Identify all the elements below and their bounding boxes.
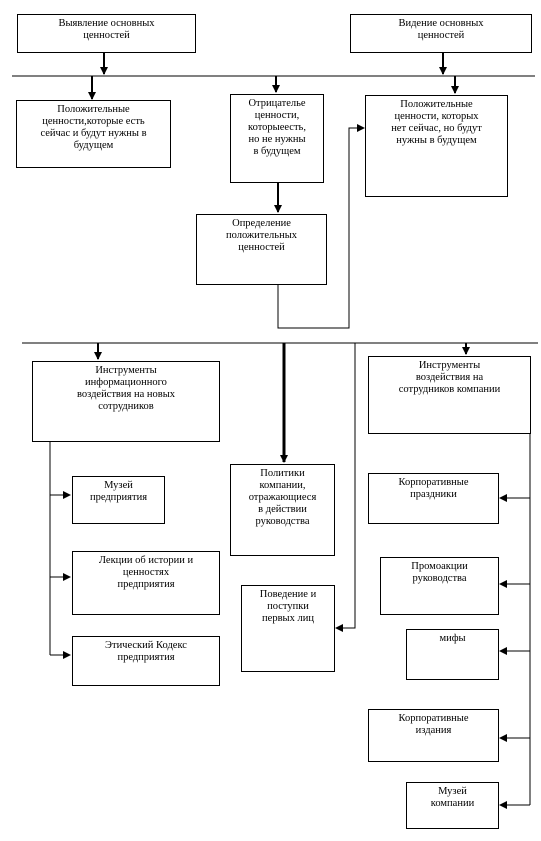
- ethics-code-box: Этический Кодекс предприятия: [72, 636, 220, 686]
- corporate-publications-box: Корпоративные издания: [368, 709, 499, 762]
- corporate-holidays-box: Корпоративные праздники: [368, 473, 499, 524]
- negative-values-box: Отрицателье ценности, которыеесть, но не…: [230, 94, 324, 183]
- info-tools-box: Инструменты информационного воздействия …: [32, 361, 220, 442]
- arrow-bus-to-leaders: [335, 343, 356, 632]
- positive-now-future-box: Положительные ценности,которые есть сейч…: [16, 100, 171, 168]
- myths-box: мифы: [406, 629, 499, 680]
- lectures-box: Лекции об истории и ценностях предприяти…: [72, 551, 220, 615]
- museum-enterprise-box: Музей предприятия: [72, 476, 165, 524]
- define-positive-box: Определение положительных ценностей: [196, 214, 327, 285]
- vision-values-box: Видение основных ценностей: [350, 14, 532, 53]
- promo-actions-box: Промоакции руководства: [380, 557, 499, 615]
- leaders-behavior-box: Поведение и поступки первых лиц: [241, 585, 335, 672]
- identify-values-box: Выявление основных ценностей: [17, 14, 196, 53]
- company-policies-box: Политики компании, отражающиеся в действ…: [230, 464, 335, 556]
- museum-company-box: Музей компании: [406, 782, 499, 829]
- arrow-define-to-positive-future: [277, 124, 365, 329]
- employee-tools-box: Инструменты воздействия на сотрудников к…: [368, 356, 531, 434]
- positive-future-box: Положительные ценности, которых нет сейч…: [365, 95, 508, 197]
